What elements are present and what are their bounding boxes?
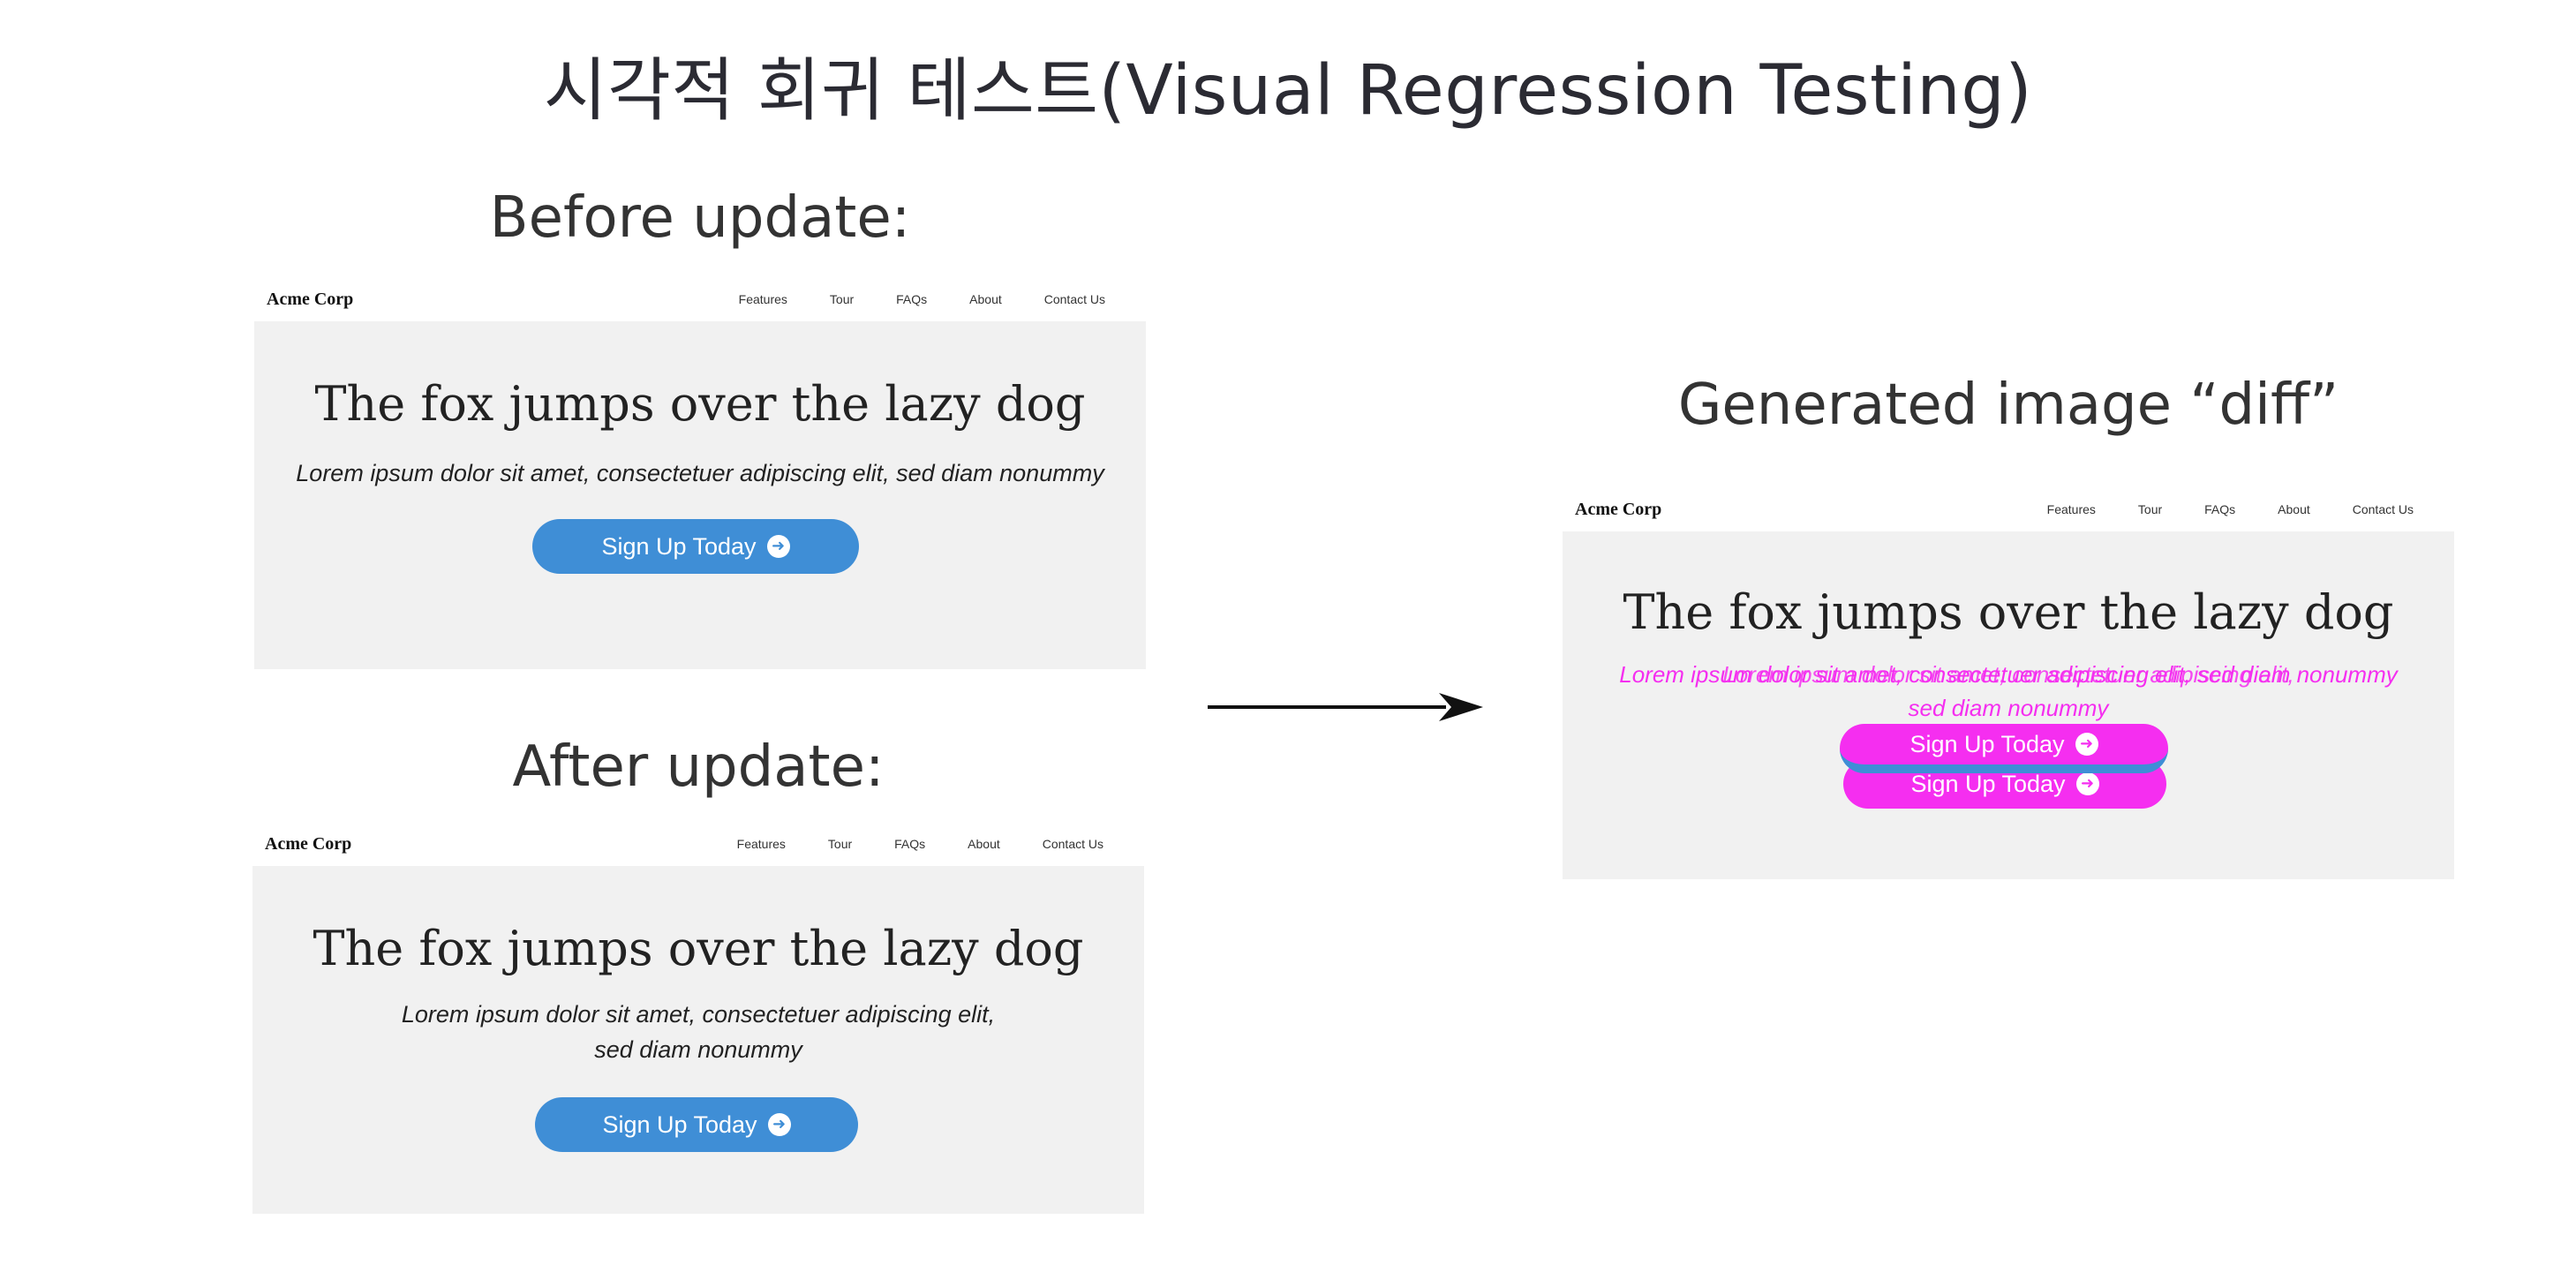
arrow-right-circle-icon (2075, 733, 2098, 756)
arrow-right-icon (1208, 693, 1483, 721)
signup-button[interactable]: Sign Up Today (535, 1097, 858, 1152)
nav-link-faqs[interactable]: FAQs (2204, 502, 2236, 516)
diff-button-before: Sign Up Today (1840, 724, 2168, 773)
nav-links: Features Tour FAQs About Contact Us (2005, 502, 2414, 516)
signup-button-label: Sign Up Today (601, 532, 757, 560)
diff-caption: Generated image “diff” (1677, 373, 2339, 438)
nav-link-contact[interactable]: Contact Us (2352, 502, 2414, 516)
navbar: Acme Corp Features Tour FAQs About Conta… (254, 281, 1146, 321)
hero-headline: The fox jumps over the lazy dog (313, 921, 1084, 976)
nav-links: Features Tour FAQs About Contact Us (695, 837, 1103, 851)
hero-headline: The fox jumps over the lazy dog (314, 376, 1086, 432)
after-caption: After update: (512, 734, 885, 800)
before-caption: Before update: (489, 185, 911, 251)
nav-link-tour[interactable]: Tour (827, 837, 853, 851)
signup-button-label: Sign Up Today (602, 1111, 757, 1138)
hero-subtext-line2: sed diam nonummy (594, 1036, 802, 1063)
hero-subtext: Lorem ipsum dolor sit amet, consectetuer… (296, 460, 1104, 486)
nav-link-tour[interactable]: Tour (2137, 502, 2163, 516)
nav-link-features[interactable]: Features (736, 837, 786, 851)
nav-link-tour[interactable]: Tour (829, 292, 855, 306)
nav-link-features[interactable]: Features (738, 292, 787, 306)
arrow-right-circle-icon (2075, 772, 2099, 795)
diff-button-label-after: Sign Up Today (1910, 770, 2066, 797)
nav-link-about[interactable]: About (968, 837, 1000, 851)
nav-link-contact[interactable]: Contact Us (1042, 837, 1103, 851)
arrow-right-circle-icon (767, 1113, 791, 1136)
nav-link-contact[interactable]: Contact Us (1043, 292, 1105, 306)
hero-section: The fox jumps over the lazy dog Lorem ip… (1563, 531, 2454, 879)
hero-section: The fox jumps over the lazy dog Lorem ip… (254, 321, 1146, 669)
nav-link-about[interactable]: About (969, 292, 1002, 306)
diff-subtext-before: Lorem ipsum dolor sit amet, consectetuer… (1619, 661, 2398, 688)
diff-subtext-line2: sed diam nonummy (1908, 695, 2109, 721)
diff-subtext-after: Lorem ipsum dolor sit amet, consectetuer… (1722, 661, 2294, 688)
diff-screenshot: Acme Corp Features Tour FAQs About Conta… (1563, 491, 2454, 879)
nav-link-features[interactable]: Features (2046, 502, 2096, 516)
nav-link-about[interactable]: About (2278, 502, 2310, 516)
hero-headline: The fox jumps over the lazy dog (1623, 584, 2394, 640)
nav-link-faqs[interactable]: FAQs (896, 292, 928, 306)
after-screenshot: Acme Corp Features Tour FAQs About Conta… (252, 825, 1144, 1214)
diff-button-label-before: Sign Up Today (1909, 730, 2065, 757)
hero-section: The fox jumps over the lazy dog Lorem ip… (252, 866, 1144, 1214)
nav-links: Features Tour FAQs About Contact Us (697, 292, 1105, 306)
brand-logo[interactable]: Acme Corp (1575, 500, 1662, 519)
signup-button[interactable]: Sign Up Today (532, 519, 859, 574)
nav-link-faqs[interactable]: FAQs (894, 837, 926, 851)
slide-title: 시각적 회귀 테스트(Visual Regression Testing) (543, 51, 2033, 131)
before-screenshot: Acme Corp Features Tour FAQs About Conta… (254, 281, 1146, 669)
brand-logo[interactable]: Acme Corp (265, 834, 352, 854)
hero-subtext-line1: Lorem ipsum dolor sit amet, consectetuer… (401, 1001, 996, 1028)
brand-logo[interactable]: Acme Corp (267, 290, 354, 309)
navbar: Acme Corp Features Tour FAQs About Conta… (1563, 491, 2454, 531)
navbar: Acme Corp Features Tour FAQs About Conta… (252, 825, 1144, 866)
arrow-right-circle-icon (766, 535, 790, 558)
